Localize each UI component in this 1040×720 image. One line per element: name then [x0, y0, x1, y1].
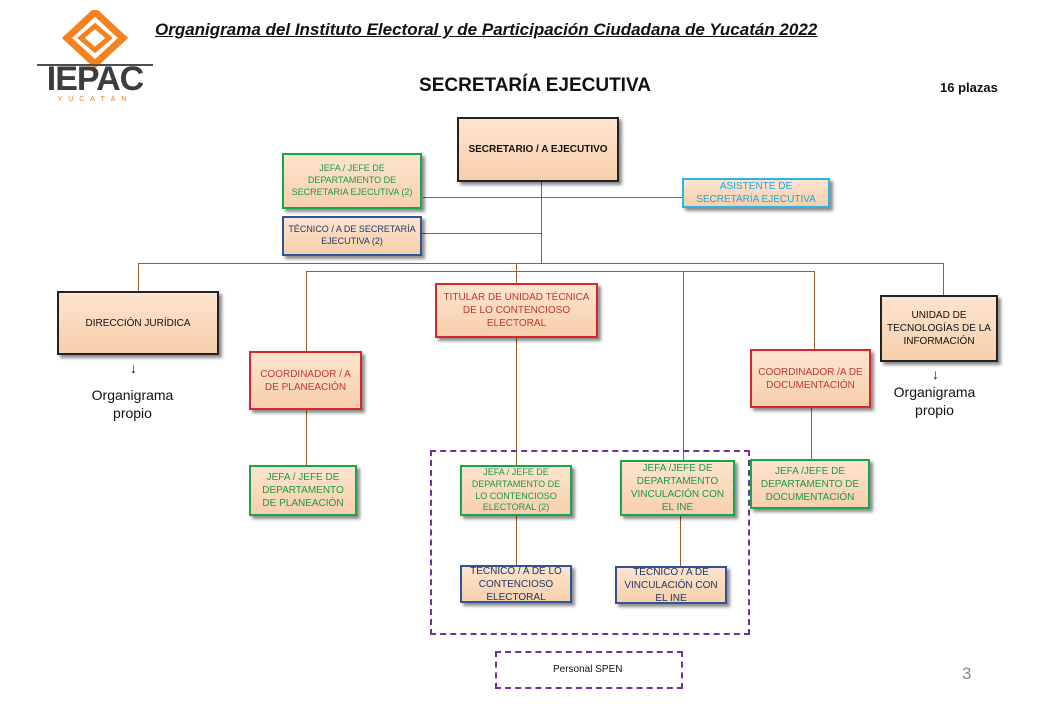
connector: [516, 263, 517, 283]
spen-legend-box: [495, 651, 683, 689]
iepac-logo: IEPAC YUCATÁN: [35, 7, 155, 105]
coordinador-documentacion-box: COORDINADOR /A DE DOCUMENTACIÓN: [750, 349, 871, 408]
organigrama-propio-left: Organigrama propio: [91, 387, 174, 422]
connector: [516, 338, 517, 466]
connector: [811, 408, 812, 460]
asistente-secretaria-box: ASISTENTE DE SECRETARÍA EJECUTIVA: [682, 178, 830, 208]
connector: [306, 271, 307, 351]
page-number: 3: [962, 664, 972, 683]
connector: [138, 263, 139, 292]
connector: [138, 263, 944, 264]
connector: [541, 182, 542, 263]
connector: [680, 516, 681, 566]
logo-subtext: YUCATÁN: [57, 96, 133, 103]
section-title: SECRETARÍA EJECUTIVA: [419, 75, 651, 96]
tecnico-secretaria-ejecutiva-box: TÉCNICO / A DE SECRETARÍA EJECUTIVA (2): [282, 216, 422, 256]
jefe-planeacion-box: JEFA / JEFE DE DEPARTAMENTO DE PLANEACIÓ…: [249, 465, 357, 516]
jefe-contencioso-box: JEFA / JEFE DE DEPARTAMENTO DE LO CONTEN…: [460, 465, 572, 516]
connector: [306, 410, 307, 466]
jefe-vinculacion-box: JEFA /JEFE DE DEPARTAMENTO VINCULACIÓN C…: [620, 460, 735, 516]
jefe-secretaria-ejecutiva-box: JEFA / JEFE DE DEPARTAMENTO DE SECRETARI…: [282, 153, 422, 209]
connector: [516, 515, 517, 565]
connector: [683, 271, 684, 461]
down-arrow-icon: ↓: [130, 360, 137, 376]
titular-contencioso-box: TITULAR DE UNIDAD TÉCNICA DE LO CONTENCI…: [435, 283, 598, 338]
coordinador-planeacion-box: COORDINADOR / A DE PLANEACIÓN: [249, 351, 362, 410]
page-title: Organigrama del Instituto Electoral y de…: [155, 20, 818, 39]
connector: [814, 271, 815, 350]
secretario-ejecutivo-box: SECRETARIO / A EJECUTIVO: [457, 117, 619, 182]
connector: [421, 233, 541, 234]
direccion-juridica-box: DIRECCIÓN JURÍDICA: [57, 291, 219, 355]
down-arrow-icon: ↓: [932, 366, 939, 382]
spen-group: [430, 450, 750, 635]
connector: [306, 271, 815, 272]
unidad-ti-box: UNIDAD DE TECNOLOGÍAS DE LA INFORMACIÓN: [880, 295, 998, 362]
logo-emblem-icon: [37, 7, 153, 69]
tecnico-vinculacion-box: TÉCNICO / A DE VINCULACIÓN CON EL INE: [615, 566, 727, 604]
tecnico-contencioso-box: TÉCNICO / A DE LO CONTENCIOSO ELECTORAL: [460, 565, 572, 603]
connector: [943, 263, 944, 296]
spen-legend-label: Personal SPEN: [553, 664, 623, 675]
plazas-count: 16 plazas: [940, 80, 998, 95]
organigrama-propio-right: Organigrama propio: [893, 384, 976, 419]
jefe-documentacion-box: JEFA /JEFE DE DEPARTAMENTO DE DOCUMENTAC…: [750, 459, 870, 509]
logo-text: IEPAC: [46, 60, 144, 98]
connector: [423, 197, 683, 198]
